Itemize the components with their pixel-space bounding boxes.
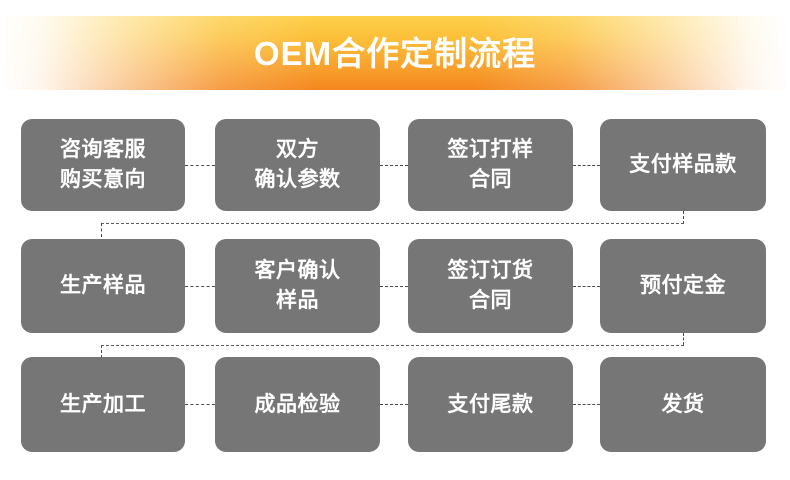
flow-node-label-line1: 预付定金 bbox=[640, 274, 726, 298]
flow-node-r1-c1[interactable]: 咨询客服 购买意向 bbox=[21, 119, 185, 211]
flow-node-label-line2: 合同 bbox=[469, 168, 512, 191]
page-title: OEM合作定制流程 bbox=[253, 34, 537, 72]
flow-node-label-line1: 支付样品款 bbox=[629, 153, 737, 177]
flow-node-r3-c2[interactable]: 成品检验 bbox=[215, 357, 380, 452]
flow-node-r2-c1[interactable]: 生产样品 bbox=[21, 239, 185, 333]
flow-node-label-line1: 咨询客服 bbox=[60, 138, 146, 162]
flow-node-r3-c1[interactable]: 生产加工 bbox=[21, 357, 185, 452]
flow-node-label-line1: 生产样品 bbox=[60, 274, 146, 298]
flow-node-r3-c4[interactable]: 发货 bbox=[600, 357, 766, 452]
flow-node-label-line2: 合同 bbox=[469, 289, 512, 312]
connector-r1-n3-n4 bbox=[573, 165, 600, 166]
connector-r1-to-r2-horizontal bbox=[101, 223, 684, 224]
flow-node-label-line1: 生产加工 bbox=[60, 392, 146, 416]
flow-node-label-line1: 客户确认 bbox=[254, 259, 341, 283]
connector-r2-n2-n3 bbox=[380, 286, 408, 287]
flow-node-r1-c3[interactable]: 签订打样 合同 bbox=[408, 119, 573, 211]
connector-r2-drop-stub bbox=[683, 333, 684, 345]
flow-node-label-line2: 购买意向 bbox=[60, 168, 146, 191]
flow-node-r2-c4[interactable]: 预付定金 bbox=[600, 239, 766, 333]
flow-node-r3-c3[interactable]: 支付尾款 bbox=[408, 357, 573, 452]
flow-node-label-line1: 支付尾款 bbox=[447, 392, 534, 416]
connector-r3-n1-n2 bbox=[185, 404, 215, 405]
connector-r2-rise-stub bbox=[101, 223, 102, 237]
flow-node-label-line2: 确认参数 bbox=[254, 168, 341, 191]
connector-r3-rise-stub bbox=[101, 345, 102, 358]
connector-r3-n2-n3 bbox=[380, 404, 408, 405]
connector-r1-n2-n3 bbox=[380, 165, 408, 166]
banner-gradient-edge-fade bbox=[0, 16, 790, 90]
flow-node-r1-c4[interactable]: 支付样品款 bbox=[600, 119, 766, 211]
page-banner: OEM合作定制流程 bbox=[0, 16, 790, 90]
flow-node-r2-c2[interactable]: 客户确认 样品 bbox=[215, 239, 380, 333]
flow-node-label-line1: 签订订货 bbox=[447, 259, 534, 283]
flow-node-label-line2: 样品 bbox=[276, 289, 319, 312]
connector-r2-to-r3-horizontal bbox=[101, 345, 684, 346]
flow-node-r1-c2[interactable]: 双方 确认参数 bbox=[215, 119, 380, 211]
flow-node-r2-c3[interactable]: 签订订货 合同 bbox=[408, 239, 573, 333]
connector-r2-n3-n4 bbox=[573, 286, 600, 287]
connector-r1-drop-stub bbox=[683, 211, 684, 224]
connector-r3-n3-n4 bbox=[573, 404, 600, 405]
flow-node-label-line1: 签订打样 bbox=[447, 138, 534, 162]
flow-node-label-line1: 发货 bbox=[661, 392, 705, 416]
flow-node-label-line1: 成品检验 bbox=[254, 392, 341, 416]
connector-r2-n1-n2 bbox=[185, 286, 215, 287]
connector-r1-n1-n2 bbox=[185, 165, 215, 166]
flow-node-label-line1: 双方 bbox=[276, 138, 319, 162]
